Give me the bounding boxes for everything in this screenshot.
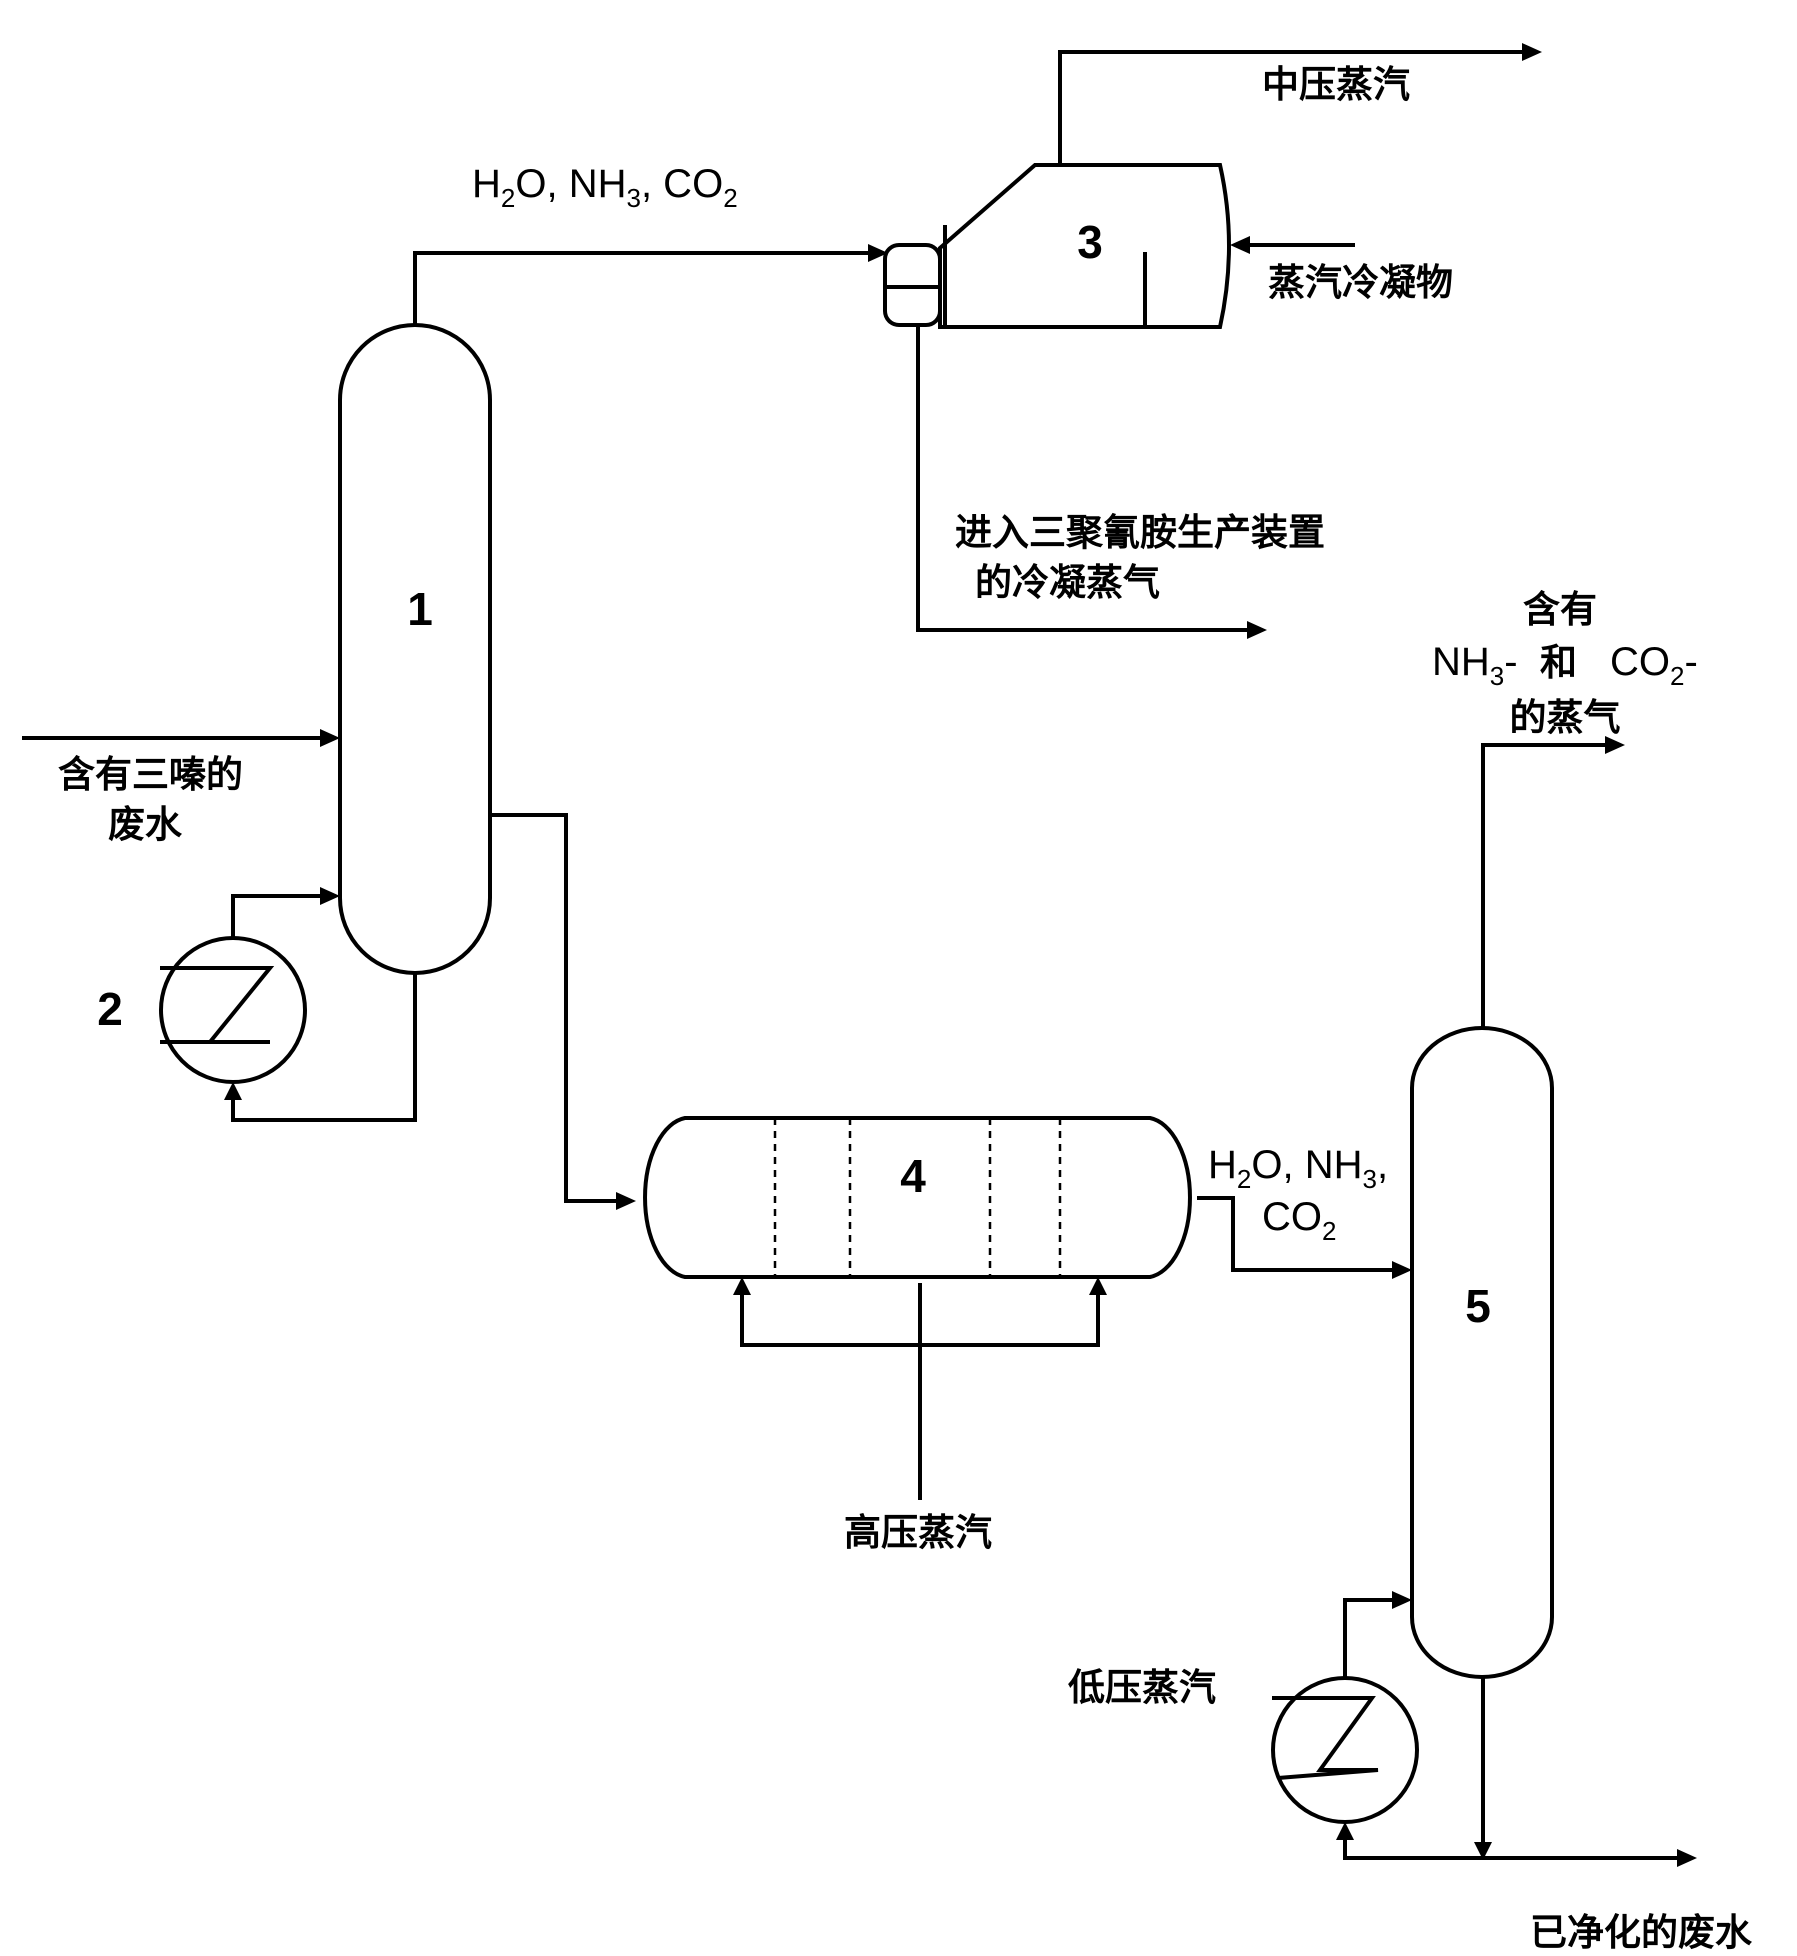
feed-label-line1: 含有三嗪的 [58,753,243,796]
condensed-vapor-line [916,325,1250,632]
svg-text:CO2: CO2 [1262,1195,1336,1246]
hp-steam-label: 高压蒸汽 [844,1511,992,1554]
unit-3-shell [938,163,1231,329]
arrow-head [1605,736,1625,754]
vapor-top-label-line1: 含有 [1523,588,1597,631]
vapor-top-label-line2: NH3- 和 CO2- [1432,640,1698,691]
arrow-head [320,887,340,905]
arrow-head [1522,43,1542,61]
arrow-head [1677,1849,1697,1867]
arrow-head [868,244,888,262]
svg-text:NH3-: NH3- [1432,640,1518,691]
arrow-head [1089,1277,1107,1295]
column-5-overhead-line [1481,743,1608,1028]
reboiler-5-coil [1272,1696,1379,1780]
arrow-head [1336,1822,1354,1840]
reboiler-2-coil [160,966,275,1044]
arrow-head [224,1082,242,1100]
arrow-head [1247,621,1267,639]
reactor-4 [643,1116,1192,1279]
reactor-outlet-formula: H2O, NH3, CO2 [1208,1143,1388,1246]
arrow-head [1392,1261,1412,1279]
column-1-bottom-line [231,973,417,1122]
mp-steam-line [1058,50,1525,165]
arrow-head [1474,1842,1492,1860]
reboiler-2-label: 2 [97,983,123,1035]
steam-condensate-label: 蒸汽冷凝物 [1268,261,1453,304]
svg-text:和: 和 [1540,641,1577,684]
unit-3-label: 3 [1077,216,1103,268]
reboiler-2-return-line [231,894,322,938]
mp-steam-label: 中压蒸汽 [1262,63,1410,106]
overhead-formula: H2O, NH3, CO2 [472,162,738,213]
reboiler-5-return-line [1343,1598,1395,1678]
to-melamine-label-line2: 的冷凝蒸气 [975,561,1160,604]
to-melamine-label-line1: 进入三聚氰胺生产装置 [955,511,1325,554]
column-1-label: 1 [407,583,433,635]
purified-water-line [1343,1838,1680,1860]
reactor-4-label: 4 [900,1150,926,1202]
column-1-overhead-line [413,251,872,325]
arrow-head [1230,236,1250,254]
column-1 [338,323,492,975]
svg-text:H2O, NH3,: H2O, NH3, [1208,1143,1388,1194]
svg-text:CO2-: CO2- [1610,640,1698,691]
column-5-label: 5 [1465,1280,1491,1332]
reboiler-2 [159,936,307,1084]
reactor-to-column-5-line [1197,1196,1395,1272]
lp-steam-label: 低压蒸汽 [1068,1666,1216,1709]
arrow-head [616,1192,636,1210]
svg-text:H2O, NH3, CO2: H2O, NH3, CO2 [472,162,738,213]
column-5 [1410,1026,1554,1679]
arrow-head [733,1277,751,1295]
arrow-head [1392,1591,1412,1609]
column-1-bottoms-to-reactor-line [490,813,618,1203]
vapor-top-label-line3: 的蒸气 [1510,696,1621,739]
arrow-head [320,729,340,747]
purified-water-label: 已净化的废水 [1530,1911,1753,1954]
feed-label-line2: 废水 [108,803,183,846]
